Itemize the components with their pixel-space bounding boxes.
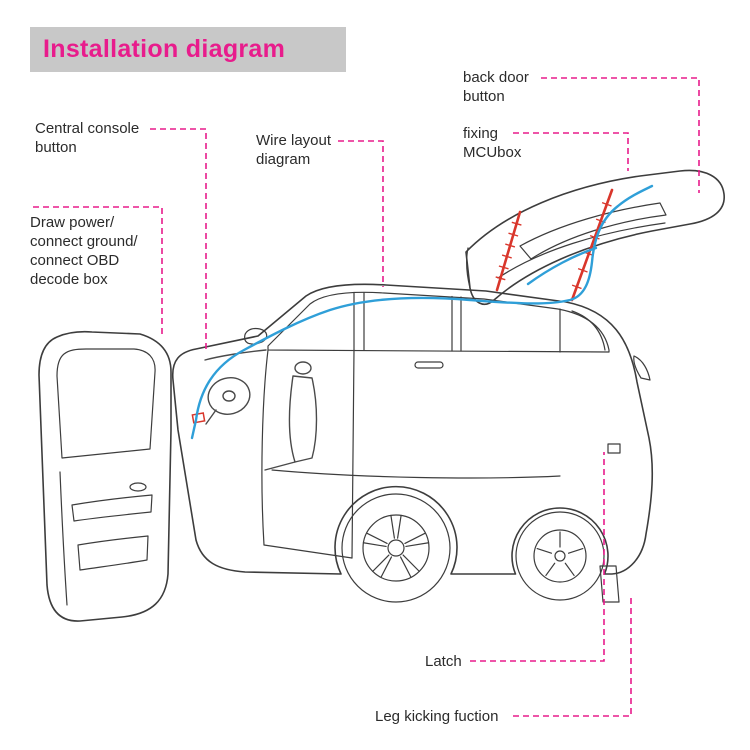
doorway-front-edge <box>261 349 269 546</box>
leader-latch <box>470 452 605 662</box>
leader-leg-kick <box>513 596 632 717</box>
window-band <box>267 291 610 353</box>
leader-wire-layout <box>338 140 384 287</box>
seat-headrest <box>294 361 312 375</box>
taillight <box>633 355 651 381</box>
obd-decode-box <box>191 412 206 424</box>
seat-back <box>288 375 318 463</box>
page-title: Installation diagram <box>43 35 286 63</box>
door-armrest <box>71 494 153 522</box>
tailgate-hinge <box>466 247 471 289</box>
label-draw-power-obd: Draw power/ connect ground/ connect OBD … <box>30 214 138 289</box>
wire-tailgate-branch <box>526 246 598 286</box>
label-latch: Latch <box>425 653 462 670</box>
wiring-harness <box>190 184 654 440</box>
side-mirror <box>244 327 268 345</box>
latch-part <box>607 443 621 454</box>
car-body <box>171 283 654 603</box>
rear-wheel <box>515 511 605 601</box>
leader-fixing-mcubox <box>513 132 629 171</box>
door-window <box>56 348 156 459</box>
dashboard <box>204 349 267 361</box>
car-interior <box>191 349 318 471</box>
mud-flap <box>599 565 620 603</box>
leader-back-door <box>541 77 700 193</box>
strut-rear <box>570 188 614 302</box>
label-central-console-button: Central console button <box>35 120 140 157</box>
tailgate-outline <box>465 169 725 305</box>
wire-main-path <box>190 184 654 440</box>
strut-front-hatching <box>495 221 522 281</box>
steering-hub <box>222 390 236 402</box>
label-back-door-button: back door button <box>463 69 529 106</box>
door-pocket <box>77 535 149 571</box>
door-inner-panel <box>59 471 68 606</box>
steering-wheel <box>207 377 251 415</box>
doorway-sill <box>263 544 353 559</box>
seat-cushion <box>264 461 296 471</box>
door-outline <box>38 330 172 622</box>
body-crease <box>271 469 561 479</box>
strut-front <box>495 210 522 292</box>
open-tailgate <box>465 169 725 305</box>
tailgate-seam <box>497 222 666 279</box>
steering-column <box>205 409 217 425</box>
front-wheel <box>341 493 451 603</box>
open-front-door <box>38 330 172 622</box>
label-fixing-mcubox: fixing MCUbox <box>463 125 522 162</box>
label-leg-kicking-function: Leg kicking fuction <box>375 708 499 725</box>
doorway-rear-edge <box>351 349 355 559</box>
label-wire-layout-diagram: Wire layout diagram <box>256 132 332 169</box>
rear-door-handle <box>414 361 444 369</box>
tailgate-window <box>519 202 667 260</box>
leader-lines <box>33 77 700 717</box>
leader-central-console <box>150 128 207 350</box>
door-inner-handle <box>129 482 147 492</box>
car-body-outline <box>171 283 654 575</box>
d-pillar-curve <box>571 310 606 351</box>
leader-draw-power <box>33 206 163 335</box>
title-banner: Installation diagram <box>30 27 346 72</box>
